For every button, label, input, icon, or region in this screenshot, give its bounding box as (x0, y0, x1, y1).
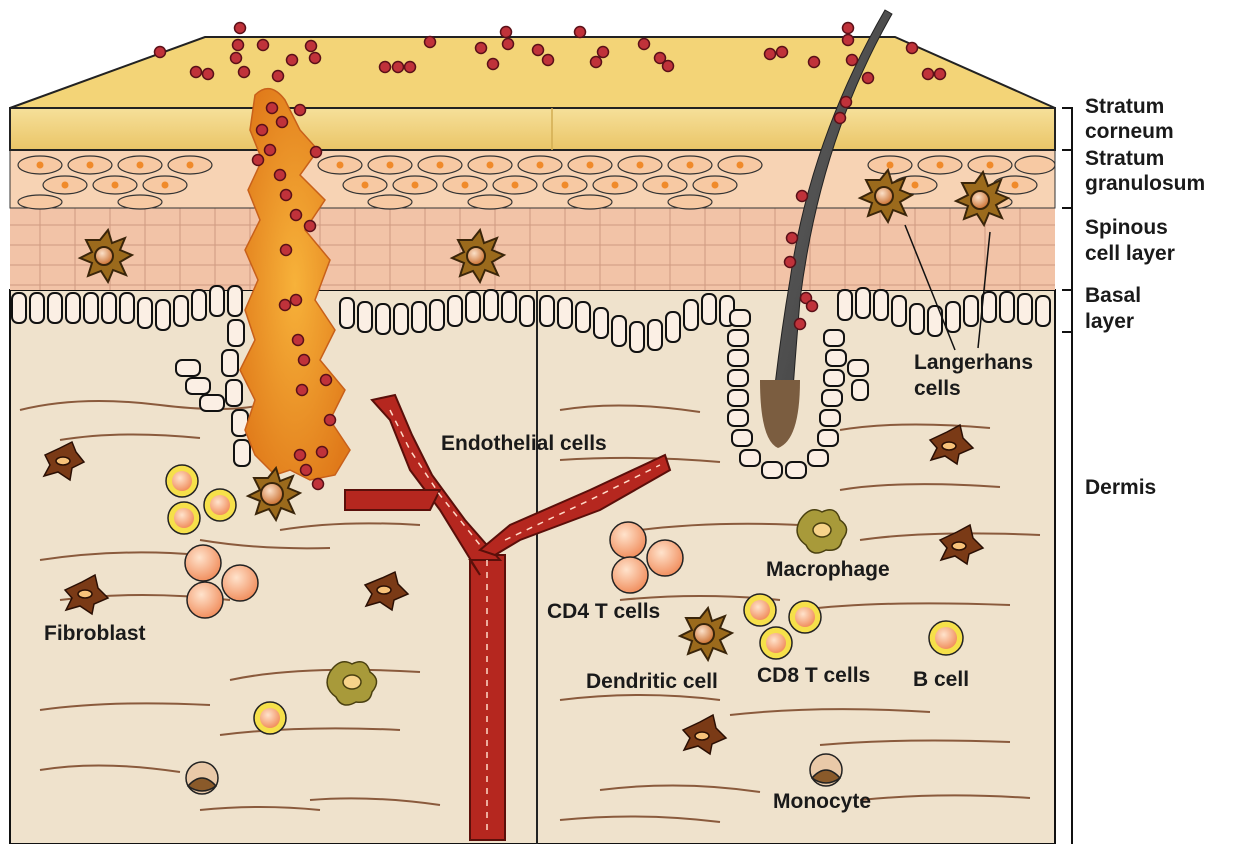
antigen-particle (291, 295, 302, 306)
antigen-particle (380, 62, 391, 73)
antigen-particle (257, 125, 268, 136)
antigen-particle (203, 69, 214, 80)
antigen-particle (785, 257, 796, 268)
antigen-particle (235, 23, 246, 34)
antigen-particle (280, 300, 291, 311)
antigen-particle (923, 69, 934, 80)
b-cell-label: B cell (913, 668, 969, 691)
antigen-particle (863, 73, 874, 84)
antigen-particle (639, 39, 650, 50)
antigen-particle (313, 479, 324, 490)
antigen-particle (575, 27, 586, 38)
antigen-particle (325, 415, 336, 426)
antigen-particle (291, 210, 302, 221)
antigen-particle (265, 145, 276, 156)
dermis-region (10, 290, 1055, 844)
antigen-particle (841, 97, 852, 108)
antigen-particle (295, 450, 306, 461)
antigen-particle (297, 385, 308, 396)
antigen-particle (847, 55, 858, 66)
layer-brackets (1062, 108, 1072, 844)
antigen-particle (253, 155, 264, 166)
macrophage-label: Macrophage (766, 558, 890, 581)
antigen-particle (765, 49, 776, 60)
antigen-particle (317, 447, 328, 458)
antigen-particle (787, 233, 798, 244)
antigen-particle (663, 61, 674, 72)
endothelial-label: Endothelial cells (441, 432, 607, 455)
dendritic-label: Dendritic cell (586, 670, 718, 693)
antigen-particle (295, 105, 306, 116)
antigen-particle (393, 62, 404, 73)
antigen-particle (310, 53, 321, 64)
antigen-particle (935, 69, 946, 80)
antigen-particle (321, 375, 332, 386)
antigen-particle (598, 47, 609, 58)
cd4-label: CD4 T cells (547, 600, 660, 623)
antigen-particle (543, 55, 554, 66)
antigen-particle (533, 45, 544, 56)
antigen-particle (311, 147, 322, 158)
antigen-particle (501, 27, 512, 38)
antigen-particle (807, 301, 818, 312)
antigen-particle (273, 71, 284, 82)
antigen-particle (275, 170, 286, 181)
antigen-particle (301, 465, 312, 476)
antigen-particle (281, 245, 292, 256)
spinous-layer (10, 208, 1055, 290)
b-cell (929, 621, 963, 655)
antigen-particle (405, 62, 416, 73)
stratum-corneum-front (10, 108, 1055, 150)
antigen-particle (795, 319, 806, 330)
antigen-particle (287, 55, 298, 66)
monocyte-label: Monocyte (773, 790, 871, 813)
antigen-particle (843, 35, 854, 46)
antigen-particle (281, 190, 292, 201)
antigen-particle (233, 40, 244, 51)
antigen-particle (231, 53, 242, 64)
antigen-particle (843, 23, 854, 34)
antigen-particle (305, 221, 316, 232)
antigen-particle (306, 41, 317, 52)
dermis-label: Dermis (1085, 476, 1156, 499)
stratum-granulosum-label: Stratumgranulosum (1085, 147, 1205, 195)
antigen-particle (591, 57, 602, 68)
antigen-particle (809, 57, 820, 68)
antigen-particle (907, 43, 918, 54)
cd8-label: CD8 T cells (757, 664, 870, 687)
antigen-particle (258, 40, 269, 51)
antigen-particle (267, 103, 278, 114)
antigen-particle (476, 43, 487, 54)
antigen-particle (239, 67, 250, 78)
antigen-particle (425, 37, 436, 48)
antigen-particle (191, 67, 202, 78)
antigen-particle (155, 47, 166, 58)
antigen-particle (277, 117, 288, 128)
antigen-particle (293, 335, 304, 346)
fibroblast-label: Fibroblast (44, 622, 146, 645)
antigen-particle (835, 113, 846, 124)
antigen-particle (299, 355, 310, 366)
antigen-particle (488, 59, 499, 70)
antigen-particle (777, 47, 788, 58)
antigen-particle (797, 191, 808, 202)
antigen-particle (503, 39, 514, 50)
